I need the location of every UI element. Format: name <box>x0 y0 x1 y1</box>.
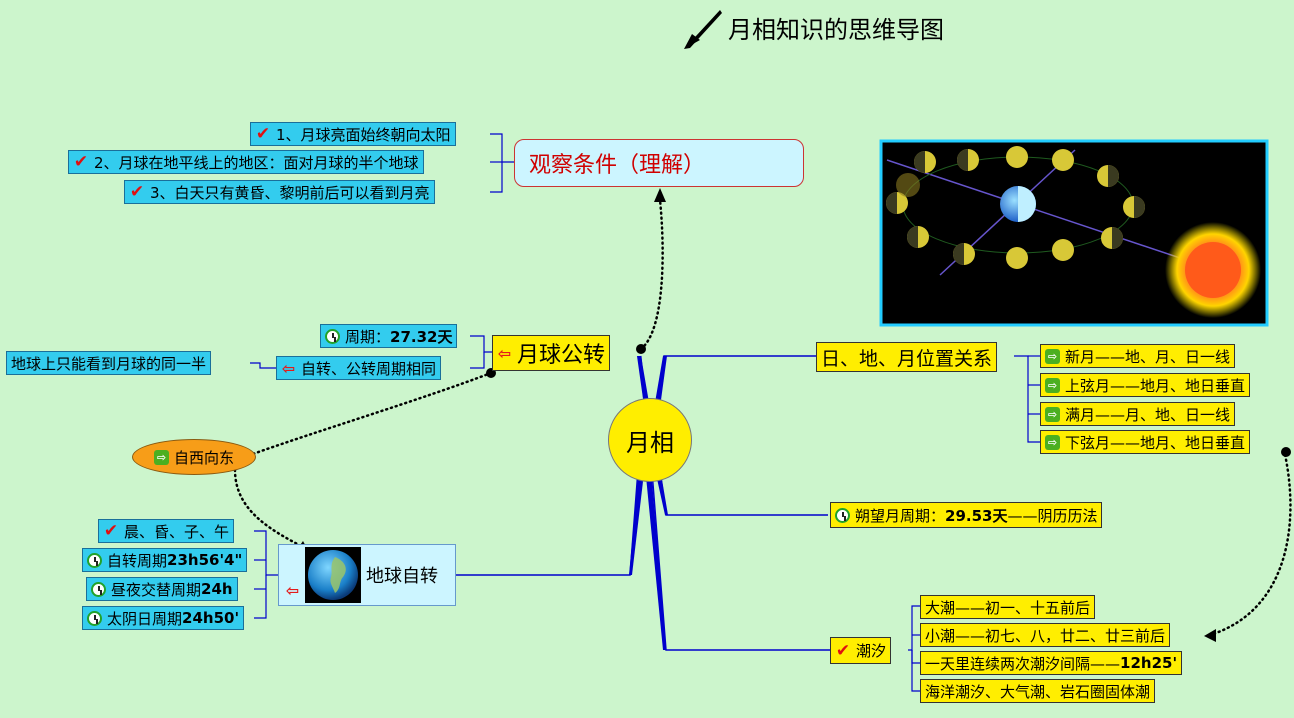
rotation-item-3-prefix: 昼夜交替周期 <box>111 580 202 599</box>
arrow-right-icon: ⇨ <box>1045 434 1060 450</box>
arrow-right-icon: ⇨ <box>1045 377 1060 393</box>
revolution-same-side[interactable]: 地球上只能看到月球的同一半 <box>6 351 212 375</box>
observe-connectors <box>490 133 514 193</box>
arrow-right-icon: ⇨ <box>153 449 169 465</box>
tide-connectors <box>908 605 920 692</box>
synodic-prefix: 朔望月周期： <box>855 506 946 525</box>
positions-connectors <box>1014 355 1040 443</box>
positions-item-2-text: 上弦月——地月、地日垂直 <box>1065 376 1246 395</box>
positions-item-3[interactable]: ⇨ 满月——月、地、日一线 <box>1040 402 1236 426</box>
page-title-text: 月相知识的思维导图 <box>728 16 944 44</box>
rotation-item-1-text: 晨、昏、子、午 <box>124 522 230 541</box>
observe-item-2[interactable]: ✔ 2、月球在地平线上的地区：面对月球的半个地球 <box>68 150 424 174</box>
observe-item-3[interactable]: ✔ 3、白天只有黄昏、黎明前后可以看到月亮 <box>124 180 435 204</box>
check-icon: ✔ <box>129 182 145 202</box>
synodic-suffix: ——阴历历法 <box>1007 506 1098 525</box>
tide-item-3-value: 12h25' <box>1120 654 1178 672</box>
rotation-item-4-value: 24h50' <box>182 609 240 627</box>
direction-node[interactable]: ⇨ 自西向东 <box>132 439 256 475</box>
arrow-right-icon: ⇨ <box>1045 348 1060 364</box>
revolution-period-value: 27.32天 <box>390 327 453 346</box>
arrow-left-icon: ⇦ <box>285 580 300 600</box>
rotation-item-4-prefix: 太阴日周期 <box>107 609 183 628</box>
positions-item-1-text: 新月——地、月、日一线 <box>1065 347 1231 366</box>
positions-node-label: 日、地、月位置关系 <box>821 347 993 370</box>
arrow-left-icon: ⇦ <box>281 358 296 378</box>
clock-icon <box>835 507 850 523</box>
center-node[interactable]: 月相 <box>608 398 692 482</box>
rotation-node[interactable]: ⇦ 地球自转 <box>278 544 456 606</box>
clock-icon <box>87 610 102 626</box>
positions-node[interactable]: 日、地、月位置关系 <box>816 342 998 372</box>
direction-node-label: 自西向东 <box>173 448 234 467</box>
positions-item-4-text: 下弦月——地月、地日垂直 <box>1065 433 1246 452</box>
revolution-same-period-text: 自转、公转周期相同 <box>301 359 437 378</box>
observe-item-3-text: 3、白天只有黄昏、黎明前后可以看到月亮 <box>150 183 430 202</box>
rotation-item-2-prefix: 自转周期 <box>107 551 168 570</box>
check-icon: ✔ <box>103 521 119 541</box>
tide-item-4-text: 海洋潮汐、大气潮、岩石圈固体潮 <box>925 682 1151 701</box>
clock-icon <box>91 581 106 597</box>
check-icon: ✔ <box>835 640 851 661</box>
observe-node-label: 观察条件（理解） <box>529 153 706 178</box>
observe-item-1-text: 1、月球亮面始终朝向太阳 <box>276 125 451 144</box>
revolution-same-period[interactable]: ⇦ 自转、公转周期相同 <box>276 356 442 380</box>
synodic-value: 29.53天 <box>945 506 1008 525</box>
tide-item-2[interactable]: 小潮——初七、八，廿二、廿三前后 <box>920 623 1171 647</box>
tide-node-label: 潮汐 <box>856 642 887 660</box>
revolution-same-side-text: 地球上只能看到月球的同一半 <box>11 354 207 373</box>
tide-item-1-text: 大潮——初一、十五前后 <box>925 598 1091 617</box>
center-node-label: 月相 <box>626 428 674 457</box>
check-icon: ✔ <box>255 124 271 144</box>
rotation-node-label: 地球自转 <box>366 566 438 587</box>
positions-item-1[interactable]: ⇨ 新月——地、月、日一线 <box>1040 344 1236 368</box>
rotation-connectors <box>254 530 278 619</box>
rotation-item-2-value: 23h56'4" <box>167 551 243 569</box>
observe-node[interactable]: 观察条件（理解） <box>514 139 804 187</box>
tide-node[interactable]: ✔ 潮汐 <box>830 637 892 664</box>
tide-item-3[interactable]: 一天里连续两次潮汐间隔——12h25' <box>920 651 1183 675</box>
page-title: 月相知识的思维导图 <box>728 10 944 45</box>
arrow-left-icon: ⇦ <box>497 343 512 363</box>
rotation-item-1[interactable]: ✔ 晨、昏、子、午 <box>98 519 235 543</box>
positions-item-2[interactable]: ⇨ 上弦月——地月、地日垂直 <box>1040 373 1251 397</box>
globe-icon <box>305 547 361 603</box>
arrow-right-icon: ⇨ <box>1045 406 1060 422</box>
clock-icon <box>87 552 102 568</box>
tide-item-2-text: 小潮——初七、八，廿二、廿三前后 <box>925 626 1166 645</box>
observe-item-1[interactable]: ✔ 1、月球亮面始终朝向太阳 <box>250 122 456 146</box>
positions-item-4[interactable]: ⇨ 下弦月——地月、地日垂直 <box>1040 430 1251 454</box>
positions-item-3-text: 满月——月、地、日一线 <box>1065 405 1231 424</box>
clock-icon <box>325 328 340 344</box>
revolution-node[interactable]: ⇦ 月球公转 <box>492 335 611 371</box>
revolution-period-prefix: 周期： <box>345 327 391 346</box>
revolution-node-label: 月球公转 <box>517 343 606 368</box>
observe-item-2-text: 2、月球在地平线上的地区：面对月球的半个地球 <box>94 153 419 172</box>
check-icon: ✔ <box>73 152 89 172</box>
tide-item-3-text: 一天里连续两次潮汐间隔—— <box>925 654 1121 673</box>
revolution-period[interactable]: 周期：27.32天 <box>320 324 458 348</box>
moon-orbit-illustration <box>879 139 1269 327</box>
synodic-node[interactable]: 朔望月周期：29.53天——阴历历法 <box>830 502 1103 528</box>
dotted-links <box>233 198 1292 637</box>
pen-icon <box>684 10 722 49</box>
tide-item-1[interactable]: 大潮——初一、十五前后 <box>920 595 1096 619</box>
rotation-item-3-value: 24h <box>201 580 233 598</box>
tide-item-4[interactable]: 海洋潮汐、大气潮、岩石圈固体潮 <box>920 679 1156 703</box>
revolution-connectors <box>250 335 492 369</box>
